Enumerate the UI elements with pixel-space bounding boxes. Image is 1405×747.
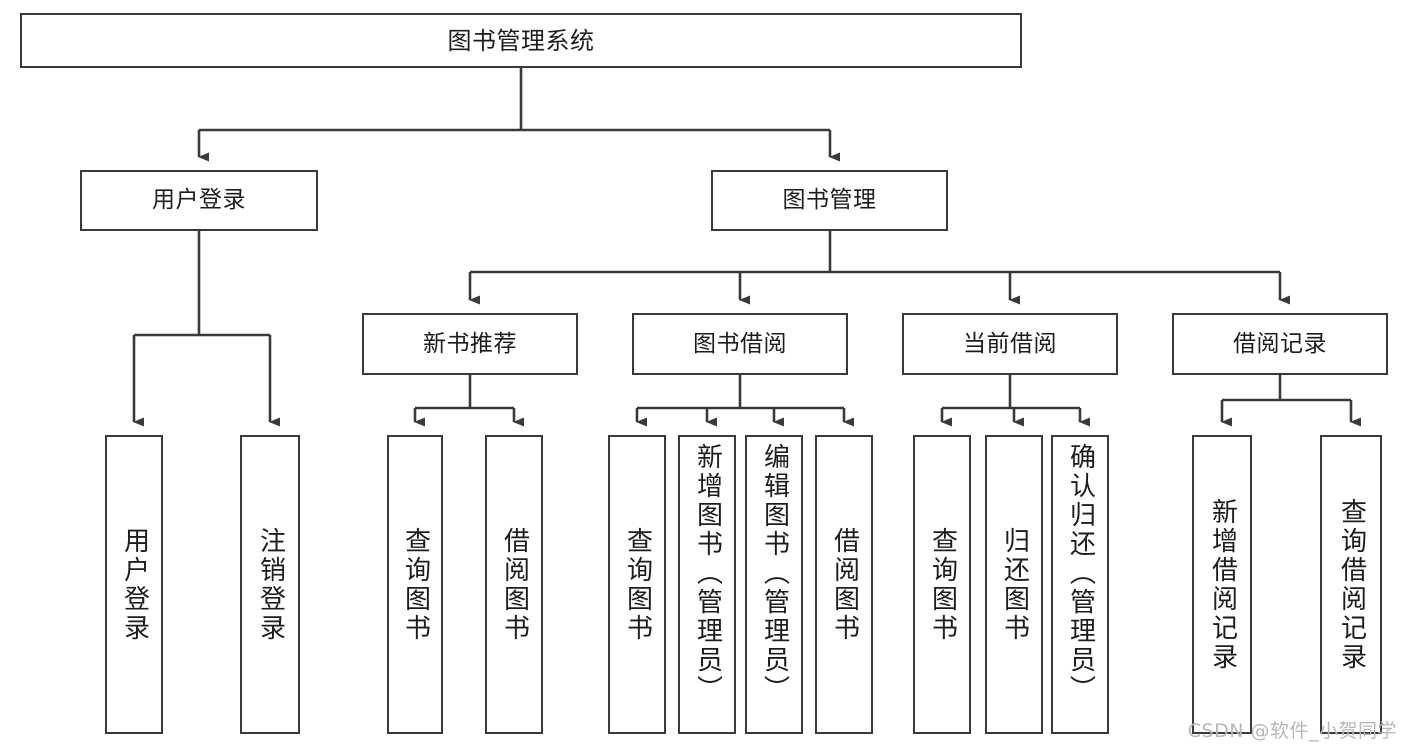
node-label: 借阅图书 xyxy=(499,526,530,643)
node-leaf-add-borrow-record[interactable]: 新增借阅记录 xyxy=(1192,435,1252,734)
node-label: 归还图书 xyxy=(999,526,1030,643)
node-label: 查询借阅记录 xyxy=(1336,497,1367,672)
node-label: 查询图书 xyxy=(622,526,653,643)
node-label: 借阅图书 xyxy=(829,526,860,643)
node-leaf-user-login[interactable]: 用户登录 xyxy=(105,435,163,734)
watermark: CSDN @软件_小贺同学 xyxy=(1187,720,1397,742)
node-level2-borrow-record[interactable]: 借阅记录 xyxy=(1172,313,1388,375)
node-label: 新书推荐 xyxy=(423,330,517,357)
node-leaf-query-borrow-record[interactable]: 查询借阅记录 xyxy=(1320,435,1382,734)
node-leaf-add-book-admin[interactable]: 新增图书（管理员） xyxy=(678,435,736,734)
node-label: 确认归还（管理员） xyxy=(1065,443,1096,704)
node-leaf-logout[interactable]: 注销登录 xyxy=(240,435,300,734)
node-label: 借阅记录 xyxy=(1233,330,1327,357)
node-label: 用户登录 xyxy=(119,526,150,643)
node-label: 图书管理系统 xyxy=(447,26,595,55)
node-level2-book-borrow[interactable]: 图书借阅 xyxy=(632,313,848,375)
node-label: 编辑图书（管理员） xyxy=(759,443,790,704)
node-label: 用户登录 xyxy=(152,187,246,213)
node-leaf-query-book[interactable]: 查询图书 xyxy=(608,435,666,734)
node-leaf-confirm-return-admin[interactable]: 确认归还（管理员） xyxy=(1051,435,1109,734)
node-leaf-return-book[interactable]: 归还图书 xyxy=(985,435,1043,734)
node-level2-new-book-recommend[interactable]: 新书推荐 xyxy=(362,313,578,375)
node-level2-current-borrow[interactable]: 当前借阅 xyxy=(902,313,1118,375)
node-label: 注销登录 xyxy=(255,526,286,643)
node-label: 图书管理 xyxy=(782,187,877,213)
node-root[interactable]: 图书管理系统 xyxy=(20,13,1022,68)
node-leaf-query-book-current[interactable]: 查询图书 xyxy=(913,435,971,734)
node-level1-user-login[interactable]: 用户登录 xyxy=(80,170,318,231)
node-leaf-borrow-book-rec[interactable]: 借阅图书 xyxy=(485,435,543,734)
node-label: 图书借阅 xyxy=(693,330,787,357)
node-label: 新增借阅记录 xyxy=(1207,497,1238,672)
node-level1-book-management[interactable]: 图书管理 xyxy=(711,170,948,231)
node-leaf-edit-book-admin[interactable]: 编辑图书（管理员） xyxy=(745,435,803,734)
node-leaf-query-book-rec[interactable]: 查询图书 xyxy=(387,435,443,734)
node-label: 查询图书 xyxy=(927,526,958,643)
node-leaf-borrow-book[interactable]: 借阅图书 xyxy=(815,435,873,734)
node-label: 新增图书（管理员） xyxy=(692,443,723,704)
node-label: 当前借阅 xyxy=(963,330,1057,357)
node-label: 查询图书 xyxy=(400,526,431,643)
